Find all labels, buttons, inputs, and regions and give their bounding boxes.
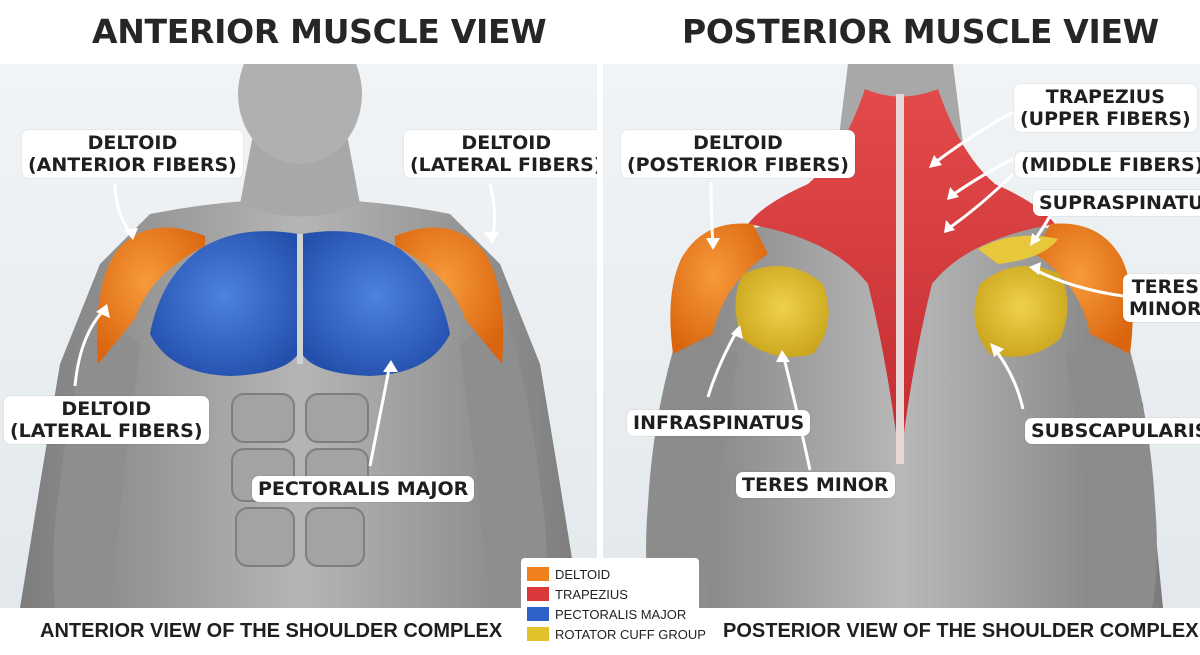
label-deltoid-posterior-fibers: DELTOID (POSTERIOR FIBERS) [621,130,855,178]
infraspinatus-right [735,266,829,357]
infraspinatus-left [974,266,1068,357]
legend-label-deltoid: DELTOID [555,566,611,582]
legend-swatch-deltoid [527,567,549,581]
color-legend: DELTOID TRAPEZIUS PECTORALIS MAJOR ROTAT… [521,558,706,646]
label-deltoid-anterior-fibers: DELTOID (ANTERIOR FIBERS) [22,130,243,178]
anterior-body-illustration [20,64,580,608]
posterior-caption: POSTERIOR VIEW OF THE SHOULDER COMPLEX [723,620,1199,642]
legend-label-trapezius: TRAPEZIUS [555,586,628,602]
legend-label-rotator-cuff: ROTATOR CUFF GROUP [555,626,706,642]
legend-item-deltoid: DELTOID [527,564,693,584]
posterior-left-arm [1065,334,1157,608]
label-infraspinatus: INFRASPINATUS [627,410,811,436]
deltoid-right [96,227,205,364]
label-pectoralis-major: PECTORALIS MAJOR [252,476,475,502]
legend-swatch-trapezius [527,587,549,601]
legend-item-trapezius: TRAPEZIUS [527,584,693,604]
label-deltoid-lateral-fibers-left: DELTOID (LATERAL FIBERS) [404,130,597,178]
label-supraspinatus: SUPRASPINATUS [1033,190,1200,216]
legend-swatch-rotator-cuff [527,627,549,641]
label-trapezius-middle-fibers: (MIDDLE FIBERS) [1015,152,1200,178]
label-subscapularis: SUBSCAPULARIS [1025,418,1200,444]
label-deltoid-lateral-fibers-right: DELTOID (LATERAL FIBERS) [4,396,209,444]
anterior-illustration-panel: DELTOID (ANTERIOR FIBERS) DELTOID (LATER… [0,64,597,608]
label-trapezius-upper-fibers: TRAPEZIUS (UPPER FIBERS) [1014,84,1197,132]
label-teres-minor-bottom: TERES MINOR [736,472,895,498]
posterior-arrowheads [706,155,1041,362]
posterior-right-arm [646,334,738,608]
legend-item-pectoralis-major: PECTORALIS MAJOR [527,604,693,624]
anterior-head [238,64,362,164]
legend-swatch-pectoralis-major [527,607,549,621]
legend-item-rotator-cuff: ROTATOR CUFF GROUP [527,624,706,644]
legend-label-pectoralis-major: PECTORALIS MAJOR [555,606,687,622]
supraspinatus-left [978,235,1058,264]
anterior-view-title: ANTERIOR MUSCLE VIEW [92,12,547,51]
anterior-caption: ANTERIOR VIEW OF THE SHOULDER COMPLEX [40,620,503,642]
label-teres-minor-right: TERES MINOR [1123,274,1200,322]
anterior-right-arm [53,314,141,608]
posterior-arrows [706,110,1124,471]
posterior-body-illustration [643,64,1163,608]
posterior-illustration-panel: DELTOID (POSTERIOR FIBERS) TRAPEZIUS (UP… [603,64,1200,608]
pectoralis-major-left [302,231,450,376]
anterior-left-arm [460,314,547,608]
deltoid-left [395,227,504,364]
deltoid-posterior-right [670,223,768,354]
posterior-view-title: POSTERIOR MUSCLE VIEW [682,12,1159,51]
anterior-arrowheads [96,228,499,372]
pectoralis-major-right [150,231,298,376]
